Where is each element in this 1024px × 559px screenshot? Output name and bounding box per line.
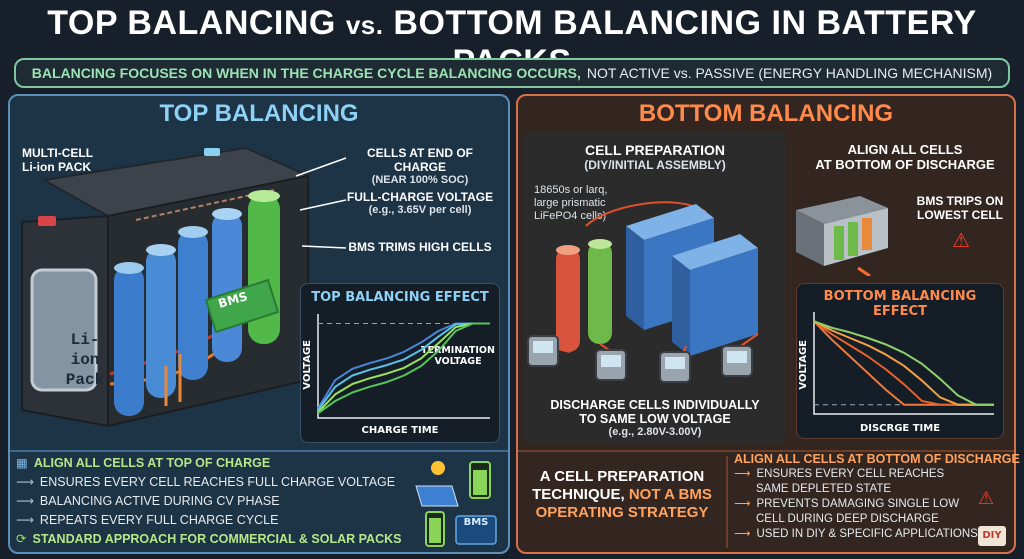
- cell-prep-title: CELL PREPARATION(DIY/INITIAL ASSEMBLY): [584, 142, 726, 172]
- battery-icon: [425, 511, 445, 547]
- callout-full-charge-voltage: FULL-CHARGE VOLTAGE(e.g., 3.65V per cell…: [346, 190, 494, 216]
- top-chart-ylabel: VOLTAGE: [302, 340, 313, 390]
- bms-board: [204, 278, 280, 334]
- arrow-right-icon: ⟶: [16, 475, 34, 489]
- right-vertical-divider: [726, 456, 728, 548]
- solar-panel-icon: [415, 461, 459, 507]
- terminal-negative: [204, 148, 220, 156]
- top-balancing-bullets: ▦ALIGN ALL CELLS AT TOP OF CHARGE ⟶ENSUR…: [16, 454, 401, 549]
- series-line-3: [317, 322, 490, 413]
- top-balancing-title: TOP BALANCING: [159, 100, 359, 127]
- bullets-title: ALIGN ALL CELLS AT BOTTOM OF DISCHARGE: [734, 452, 1020, 466]
- callout-arrows: [295, 157, 347, 249]
- arrow-right-icon: ⟶: [734, 498, 751, 510]
- subtitle-rest: NOT ACTIVE vs. PASSIVE (ENERGY HANDLING …: [586, 65, 993, 81]
- warning-icon: ⚠: [978, 488, 995, 509]
- prismatic-cell-2: [672, 234, 758, 356]
- technique-note: A CELL PREPARATION TECHNIQUE, NOT A BMS …: [532, 468, 712, 521]
- cell-3: [178, 226, 208, 380]
- bullet-1: ▦ALIGN ALL CELLS AT TOP OF CHARGE: [16, 454, 401, 473]
- cell-1: [114, 262, 144, 416]
- cell-prep-illustration: [527, 201, 759, 383]
- pack-front-label: [30, 268, 98, 392]
- top-chart-xlabel: CHARGE TIME: [361, 425, 439, 436]
- arrow-right-icon: ⟶: [734, 468, 751, 480]
- bottom-chart-xlabel: DISCRGE TIME: [859, 423, 941, 434]
- bms-chip-label: BMS: [463, 517, 489, 528]
- bullet-2: ⟶PREVENTS DAMAGING SINGLE LOW: [734, 498, 960, 510]
- callout-bms-trims: BMS TRIMS HIGH CELLS: [348, 240, 492, 254]
- top-chart-title: TOP BALANCING EFFECT: [311, 290, 489, 305]
- cylindrical-cell-green: [588, 239, 612, 344]
- voltmeter-icon: [595, 349, 627, 381]
- voltmeter-icon: [527, 335, 559, 367]
- bottom-chart-box: [796, 283, 1004, 439]
- series-line-4: [813, 320, 994, 406]
- left-divider: [10, 450, 508, 452]
- cell-2: [146, 244, 176, 398]
- bullet-4: ⟶REPEATS EVERY FULL CHARGE CYCLE: [16, 511, 401, 530]
- solar-battery-icons: [415, 461, 497, 547]
- bullet-1: ⟶ENSURES EVERY CELL REACHES: [734, 468, 945, 480]
- bullet-1-cont: SAME DEPLETED STATE: [756, 483, 892, 495]
- small-battery-illustration: [796, 196, 888, 276]
- bms-chip-icon: [455, 515, 497, 545]
- callout-end-of-charge: CELLS AT END OF CHARGE(NEAR 100% SOC): [367, 146, 473, 186]
- series-line-4: [317, 322, 490, 415]
- series-line-3: [813, 320, 994, 406]
- page-title: TOP BALANCING vs. BOTTOM BALANCING IN BA…: [47, 4, 977, 81]
- bullet-2-cont: CELL DURING DEEP DISCHARGE: [756, 513, 939, 525]
- chart-axes: [813, 312, 994, 415]
- chart-axes: [317, 314, 490, 419]
- right-divider: [518, 450, 1014, 452]
- voltmeter-icon: [721, 345, 753, 377]
- voltmeter-icon: [659, 351, 691, 383]
- top-balancing-chart: [317, 314, 490, 419]
- bullet-3: ⟶USED IN DIY & SPECIFIC APPLICATIONS: [734, 528, 978, 540]
- warning-icon: ⚠: [952, 228, 970, 252]
- bottom-chart-title: BOTTOM BALANCING EFFECT: [823, 289, 977, 319]
- bullet-5: ⟳STANDARD APPROACH FOR COMMERCIAL & SOLA…: [16, 530, 401, 549]
- subtitle-banner: BALANCING FOCUSES ON WHEN IN THE CHARGE …: [14, 58, 1010, 88]
- arrow-right-icon: ⟶: [16, 494, 34, 508]
- subtitle-highlight: BALANCING FOCUSES ON WHEN IN THE CHARGE …: [31, 65, 581, 81]
- solar-panel-icon: ▦: [16, 456, 28, 470]
- diy-badge: DIY: [978, 526, 1006, 546]
- terminal-positive: [38, 216, 56, 226]
- recycle-icon: ⟳: [16, 532, 27, 546]
- battery-pack-illustration: [21, 146, 312, 428]
- bullet-2: ⟶ENSURES EVERY CELL REACHES FULL CHARGE …: [16, 473, 401, 492]
- bullet-3: ⟶BALANCING ACTIVE DURING CV PHASE: [16, 492, 401, 511]
- bottom-chart-ylabel: VOLTAGE: [798, 340, 809, 390]
- cell-4: [212, 208, 242, 362]
- arrow-right-icon: ⟶: [734, 528, 751, 540]
- arrow-right-icon: ⟶: [16, 513, 34, 527]
- bottom-balancing-chart: [813, 312, 994, 415]
- battery-icon: [469, 461, 491, 499]
- bottom-balancing-bullets: ALIGN ALL CELLS AT BOTTOM OF DISCHARGE ⟶…: [734, 452, 1020, 542]
- series-line-2: [317, 322, 490, 411]
- bottom-balancing-title: BOTTOM BALANCING: [638, 100, 894, 127]
- cylindrical-cell-red: [556, 245, 580, 352]
- top-chart-box: [300, 283, 500, 443]
